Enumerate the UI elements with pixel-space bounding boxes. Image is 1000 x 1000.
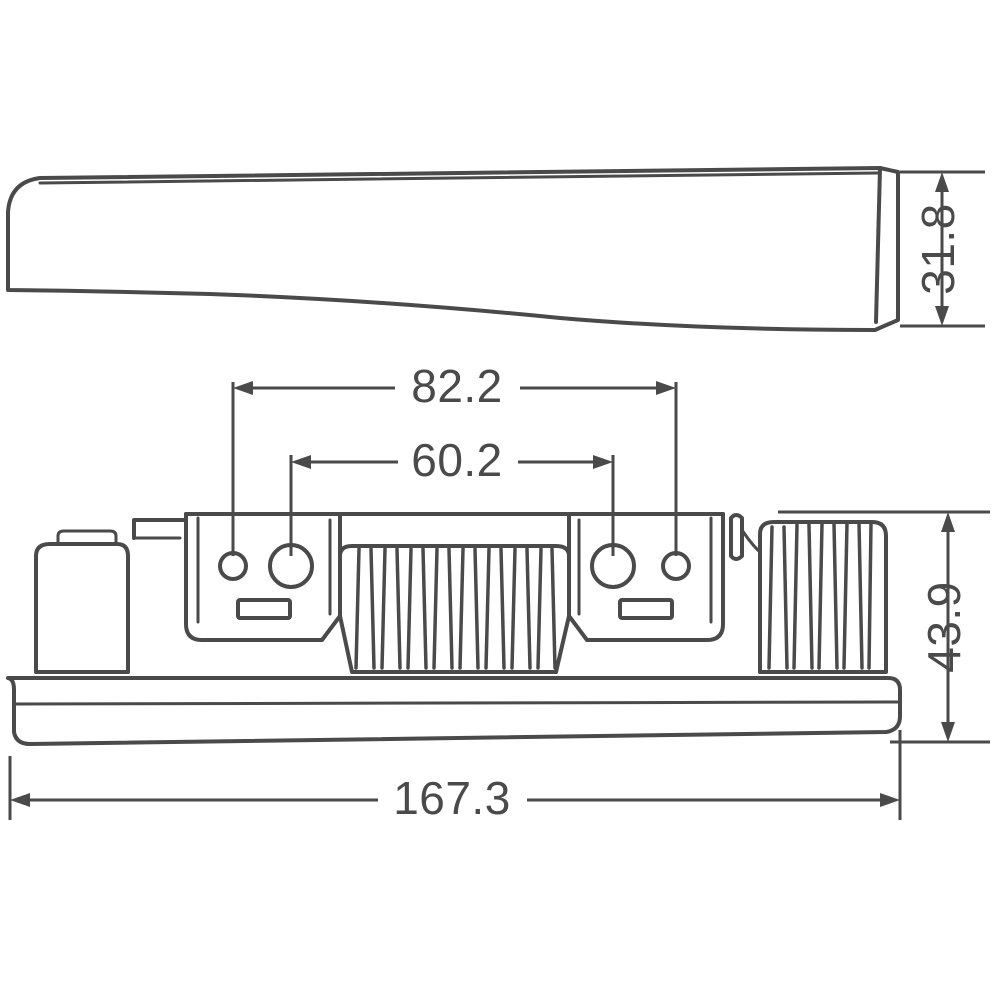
dimension-label-167-3: 167.3 [393,772,511,824]
mounting-holes [218,543,691,589]
base-housing [6,676,902,746]
connector-housing [34,542,130,674]
hole-left-large [268,543,314,589]
dimension-overall-length [8,730,902,820]
side-tab-right [729,513,744,561]
connector-neck [132,518,188,540]
arrow-right [593,455,613,469]
arrow-up [941,512,955,532]
hole-right-small [661,551,691,581]
dimension-label-31-8: 31.8 [912,203,964,295]
bracket-right [567,512,725,642]
bottom-view-body [6,512,902,746]
dimension-profile-height [900,170,985,328]
center-heatsink-fins [354,547,557,670]
right-heatsink-fins [767,521,873,670]
dimension-label-82-2: 82.2 [411,360,503,412]
dimension-inner-hole-spacing [289,455,615,556]
dimension-outer-hole-spacing [231,381,678,556]
arrow-right [656,381,676,395]
arrow-left [10,793,30,807]
base-housing-mid-line [12,700,901,706]
bracket-slots [236,598,674,620]
side-tab-link [740,528,762,554]
arrow-right [880,793,900,807]
profile-end-cap-edge [874,166,882,324]
dimension-label-60-2: 60.2 [411,434,503,486]
arrow-left [233,381,253,395]
bracket-right-inner-rib [577,516,713,624]
connector-housing-lip [56,529,118,546]
profile-top-inner-edge [38,171,880,185]
arrow-left [291,455,311,469]
center-heatsink-shell [338,544,571,674]
arrow-down [935,306,949,326]
side-profile-view [6,166,900,332]
arrow-down [941,722,955,742]
dimension-body-height [778,510,990,744]
arrow-up [935,172,949,192]
dimension-label-43-9: 43.9 [918,581,970,673]
slot-right [618,598,674,620]
bracket-left-inner-rib [196,516,332,624]
slot-left [236,598,292,620]
hole-left-small [218,551,248,581]
hole-right-large [590,543,636,589]
bracket-left [184,512,342,642]
profile-outline [6,166,900,332]
